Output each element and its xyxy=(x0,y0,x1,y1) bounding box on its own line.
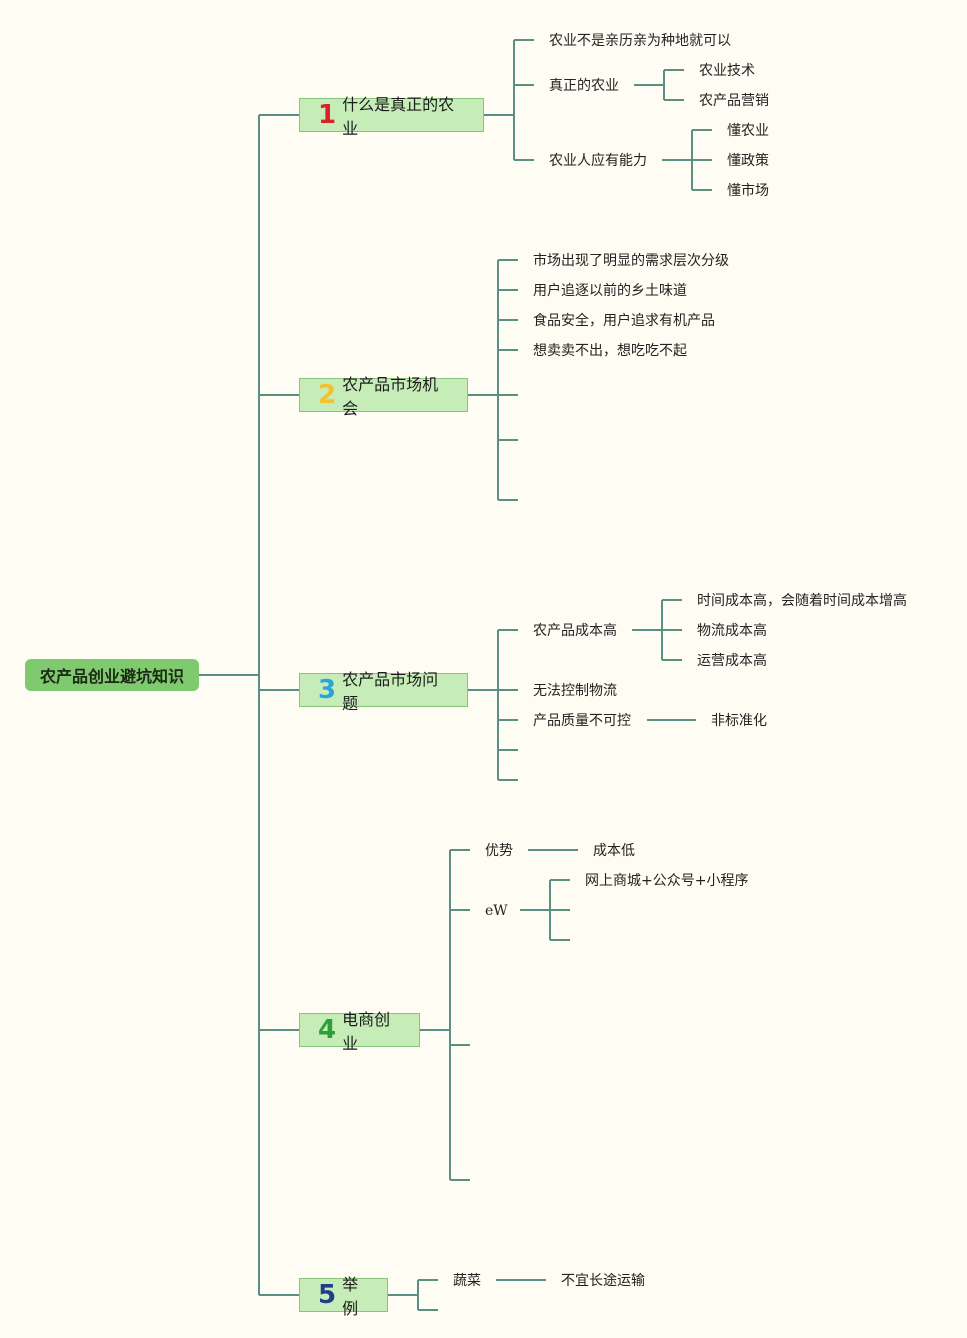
topic-node[interactable]: 市场出现了明显的需求层次分级 xyxy=(533,253,729,269)
topic-node[interactable]: 无法控制物流 xyxy=(533,683,617,699)
subtopic-node[interactable]: 懂市场 xyxy=(727,183,769,199)
topic-node[interactable]: 用户追逐以前的乡土味道 xyxy=(533,283,687,299)
branch-market-problems[interactable]: 3 农产品市场问题 xyxy=(299,670,468,713)
topic-node[interactable]: 农业人应有能力 xyxy=(549,153,647,169)
branch-label: 农产品市场问题 xyxy=(342,670,439,713)
branch-label: 农产品市场机会 xyxy=(342,375,439,418)
subtopic-node[interactable]: 网上商城+公众号+小程序 xyxy=(585,873,749,889)
topic-node[interactable]: 食品安全，用户追求有机产品 xyxy=(533,313,715,329)
subtopic-node[interactable]: 农业技术 xyxy=(699,63,755,79)
topic-node[interactable]: 蔬菜 xyxy=(453,1273,481,1289)
subtopic-node[interactable]: 懂政策 xyxy=(727,153,769,169)
branch-number-2: 2 xyxy=(318,380,337,410)
branch-number-1: 1 xyxy=(318,100,337,130)
subtopic-node[interactable]: 农产品营销 xyxy=(699,93,769,109)
subtopic-node[interactable]: 懂农业 xyxy=(727,123,769,139)
branch-number-5: 5 xyxy=(318,1280,337,1310)
branch-number-4: 4 xyxy=(318,1015,337,1045)
subtopic-node[interactable]: 时间成本高，会随着时间成本增高 xyxy=(697,593,907,609)
topic-node[interactable]: 优势 xyxy=(485,843,513,859)
topic-node[interactable]: eW xyxy=(485,903,508,919)
branch-label: 什么是真正的农业 xyxy=(342,95,455,138)
branch-number-3: 3 xyxy=(318,675,337,705)
topic-node[interactable]: 真正的农业 xyxy=(549,78,619,94)
branch-label: 电商创业 xyxy=(342,1010,391,1053)
branch-example[interactable]: 5 举例 xyxy=(299,1275,388,1318)
topic-node[interactable]: 农产品成本高 xyxy=(533,623,617,639)
branch-what-is-agriculture[interactable]: 1 什么是真正的农业 xyxy=(299,95,484,138)
subtopic-node[interactable]: 物流成本高 xyxy=(697,623,767,639)
topic-node[interactable]: 产品质量不可控 xyxy=(533,713,631,729)
subtopic-node[interactable]: 不宜长途运输 xyxy=(561,1273,645,1289)
subtopic-node[interactable]: 运营成本高 xyxy=(697,653,767,669)
topic-node[interactable]: 想卖卖不出，想吃吃不起 xyxy=(533,343,687,359)
branch-market-opportunity[interactable]: 2 农产品市场机会 xyxy=(299,375,468,418)
branch-ecommerce[interactable]: 4 电商创业 xyxy=(299,1010,420,1053)
root-node[interactable]: 农产品创业避坑知识 xyxy=(25,659,199,691)
subtopic-node[interactable]: 成本低 xyxy=(593,843,635,859)
branch-label: 举例 xyxy=(342,1275,359,1318)
topic-node[interactable]: 农业不是亲历亲为种地就可以 xyxy=(549,33,731,49)
subtopic-node[interactable]: 非标准化 xyxy=(711,713,767,729)
